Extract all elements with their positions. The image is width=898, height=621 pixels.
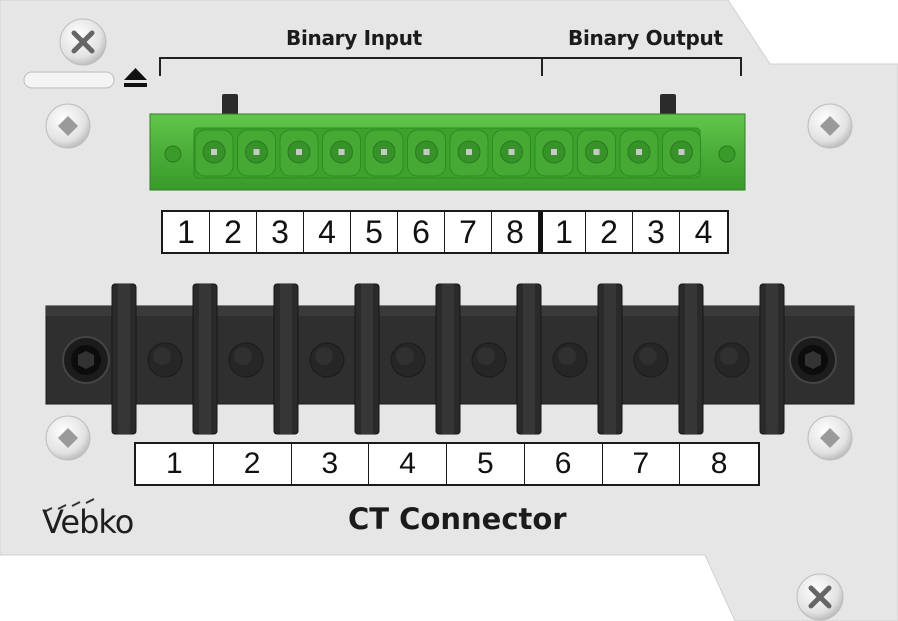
ct-barrier [435,283,461,435]
binary-pin-socket[interactable] [364,129,404,177]
ct-terminal-screw[interactable] [714,342,750,378]
cross-screw-icon [59,18,107,66]
ct-terminal-1: 1 [136,444,214,484]
binary-pin-socket[interactable] [449,129,489,177]
torx-screw-icon [45,415,91,461]
eject-icon [124,68,147,87]
binary-pin-socket[interactable] [662,129,701,177]
ct-terminal-6: 6 [525,444,603,484]
binary-pin-socket[interactable] [534,129,574,177]
ct-barrier [273,283,299,435]
cross-screw-icon [796,573,844,621]
ct-barrier [354,283,380,435]
torx-screw-icon [807,415,853,461]
binary-pin-socket[interactable] [577,129,616,177]
binary-input-label: Binary Input [286,26,422,50]
binary-output-terminal-2: 2 [586,212,633,252]
binary-pin-socket[interactable] [194,129,234,177]
binary-input-bracket [159,57,543,76]
ct-terminal-screw[interactable] [471,342,507,378]
binary-pin-socket[interactable] [237,129,276,177]
binary-input-terminal-8: 8 [492,212,539,252]
ct-barrier [192,283,218,435]
ct-terminal-screw[interactable] [147,342,183,378]
binary-pin-socket[interactable] [492,129,531,177]
ct-terminal-screw[interactable] [309,342,345,378]
binary-pin-socket[interactable] [407,129,446,177]
ct-terminal-4: 4 [369,444,447,484]
ct-terminal-5: 5 [447,444,525,484]
ct-barrier [111,283,137,435]
binary-output-terminal-1: 1 [539,212,586,252]
binary-input-terminal-5: 5 [351,212,398,252]
binary-output-terminal-3: 3 [633,212,680,252]
ct-terminal-2: 2 [214,444,292,484]
logo-mark [43,498,95,513]
ct-connector-label: CT Connector [348,502,567,536]
ct-barrier [516,283,542,435]
ct-terminal-8: 8 [710,447,728,480]
torx-screw-icon [45,103,91,149]
ct-terminal-screw[interactable] [228,342,264,378]
ct-barrier [597,283,623,435]
binary-pin-socket[interactable] [322,129,361,177]
binary-output-bracket [542,57,742,76]
binary-input-terminal-3: 3 [257,212,304,252]
ct-terminal-7: 7 [603,444,681,484]
hex-screw-icon [62,336,110,384]
ct-terminal-screw[interactable] [552,342,588,378]
ct-terminal-screw[interactable] [390,342,426,378]
ct-barrier [678,283,704,435]
binary-input-terminal-2: 2 [210,212,257,252]
binary-input-terminal-4: 4 [304,212,351,252]
vebko-logo: Vebko [42,503,134,541]
binary-input-terminal-6: 6 [398,212,445,252]
ct-barrier [759,283,785,435]
binary-pin-socket[interactable] [619,129,659,177]
ct-terminal-screw[interactable] [633,342,669,378]
hex-screw-icon [789,336,837,384]
binary-output-label: Binary Output [568,26,723,50]
binary-input-terminal-7: 7 [445,212,492,252]
binary-input-terminal-1: 1 [163,212,210,252]
release-slot[interactable] [23,71,115,89]
binary-output-terminal-4: 4 [694,213,713,250]
ct-terminal-3: 3 [292,444,370,484]
binary-pin-socket[interactable] [279,129,319,177]
torx-screw-icon [807,103,853,149]
